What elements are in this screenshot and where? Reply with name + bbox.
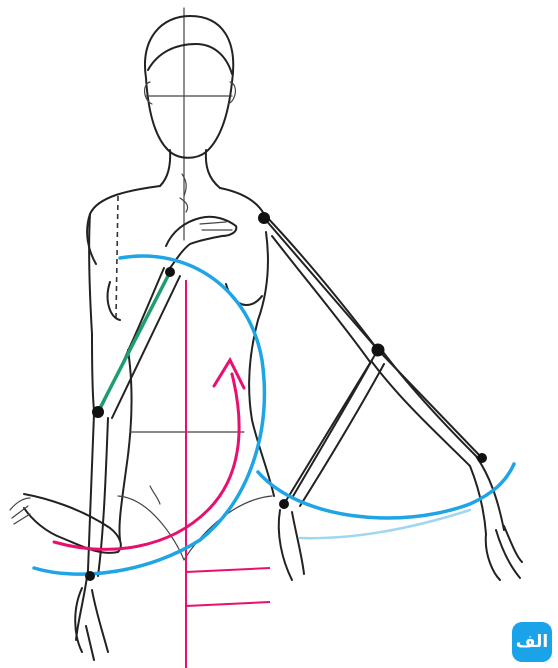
head-outline [145, 16, 233, 158]
right-upper-arm-axis [264, 218, 378, 350]
rotation-arrowhead [214, 360, 244, 388]
right-upper-arm-inner [272, 236, 370, 362]
left-lower-arm-outer [76, 414, 94, 640]
center-tick-1 [186, 568, 270, 572]
rotation-arrow-shaft [54, 374, 239, 549]
torso-construction-line [116, 196, 118, 318]
center-tick-2 [186, 602, 270, 606]
right-shoulder [220, 188, 264, 214]
hip-line [118, 496, 272, 560]
ghost-hand [279, 510, 304, 580]
shoulder-joint-right [258, 212, 270, 224]
right-hand [486, 526, 522, 580]
wrist-joint-left [85, 571, 95, 581]
shoulder-joint-left [165, 267, 175, 277]
wrist-rotation-arc-ghost [300, 510, 470, 538]
ghost-forearm-inner [300, 364, 384, 506]
figure-label-badge: الف [512, 622, 552, 662]
upper-arm-highlight-line [98, 272, 170, 412]
left-upper-arm-outer [89, 214, 94, 410]
left-torso-side [119, 350, 131, 540]
neck-left [160, 150, 170, 186]
right-forearm-axis [378, 350, 482, 458]
wrist-joint-ghost [279, 499, 289, 509]
elbow-joint-left [92, 406, 104, 418]
elbow-joint-right [372, 344, 385, 357]
navel-mark [150, 486, 160, 504]
hairline [148, 44, 232, 74]
left-shoulder [87, 186, 160, 264]
left-hand [75, 588, 108, 660]
left-chest-contour [108, 282, 120, 320]
chest-hand-fingers [200, 222, 232, 230]
left-forearm-inner [112, 276, 180, 418]
rotated-forearm-ghost [24, 494, 121, 553]
wrist-joint-right [477, 453, 487, 463]
neck-right [206, 150, 220, 188]
ghost-forearm-axis [284, 350, 378, 504]
